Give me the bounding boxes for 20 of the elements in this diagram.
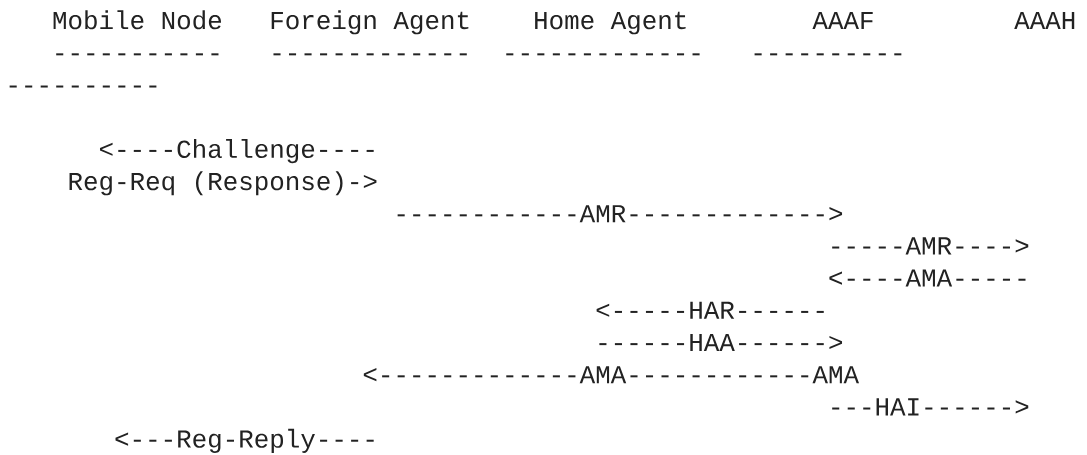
ascii-arrow: Reg-Req (Response)->: [69, 171, 377, 196]
ascii-arrow: ------HAA------>: [599, 333, 842, 351]
ascii-arrow: ---HAI------>: [832, 398, 1029, 416]
column-heading: Foreign Agent: [271, 10, 469, 35]
ascii-arrow: <---Reg-Reply----: [115, 428, 374, 453]
dashed-underline: -----------: [56, 53, 219, 56]
column-heading: AAAF: [812, 11, 873, 29]
ascii-arrow: <-------------AMA------------AMA: [363, 366, 860, 384]
column-heading: Home Agent: [535, 11, 686, 35]
ascii-arrow: <----AMA-----: [829, 269, 1026, 287]
dashed-underline: -------------: [273, 53, 467, 56]
ascii-arrow: ------------AMR------------->: [397, 205, 843, 223]
ascii-arrow: <----Challenge----: [100, 139, 374, 164]
ascii-arrow: -----AMR---->: [832, 237, 1029, 255]
dashed-underline: ----------: [9, 85, 157, 88]
column-heading: Mobile Node: [53, 10, 221, 30]
column-heading: AAAH: [1014, 11, 1075, 29]
dashed-underline: ----------: [754, 53, 902, 56]
dashed-underline: -------------: [506, 53, 700, 56]
ascii-arrow: <-----HAR------: [596, 301, 824, 319]
